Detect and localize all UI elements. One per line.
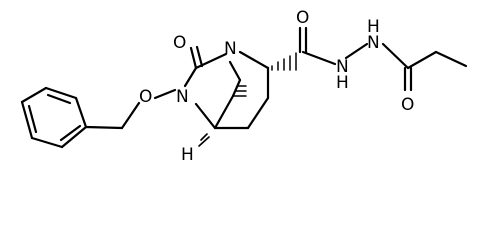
stereo-hydrogen-label: H — [181, 145, 194, 165]
stereo-hash-bond — [198, 133, 210, 147]
benzyloxy-linker — [84, 88, 177, 130]
acyl-oxygen-label: O — [401, 95, 414, 115]
ketone-oxygen-label: O — [173, 33, 186, 53]
ether-oxygen-label: O — [139, 87, 152, 107]
bicyclic-core — [183, 45, 270, 130]
hydrazide-nitrogen-1-label: N — [336, 57, 349, 77]
benzene-ring — [20, 86, 88, 149]
amide-oxygen-label: O — [296, 8, 309, 28]
hydrazide-hydrogen-1-label: H — [336, 73, 349, 93]
hydrazide-hydrogen-2-label: H — [367, 17, 380, 37]
hydrazide-chain — [298, 26, 468, 92]
atom-labels: O N N O H O N H N H O — [139, 8, 414, 165]
hydrazide-nitrogen-2-label: N — [367, 33, 380, 53]
structure-diagram: O N N O H O N H N H O — [20, 8, 468, 165]
alpha-stereo-bond — [271, 52, 297, 71]
bridge-hash-bond — [233, 85, 247, 97]
ring-nitrogen-label: N — [176, 87, 189, 107]
bridgehead-nitrogen-label: N — [224, 39, 237, 59]
